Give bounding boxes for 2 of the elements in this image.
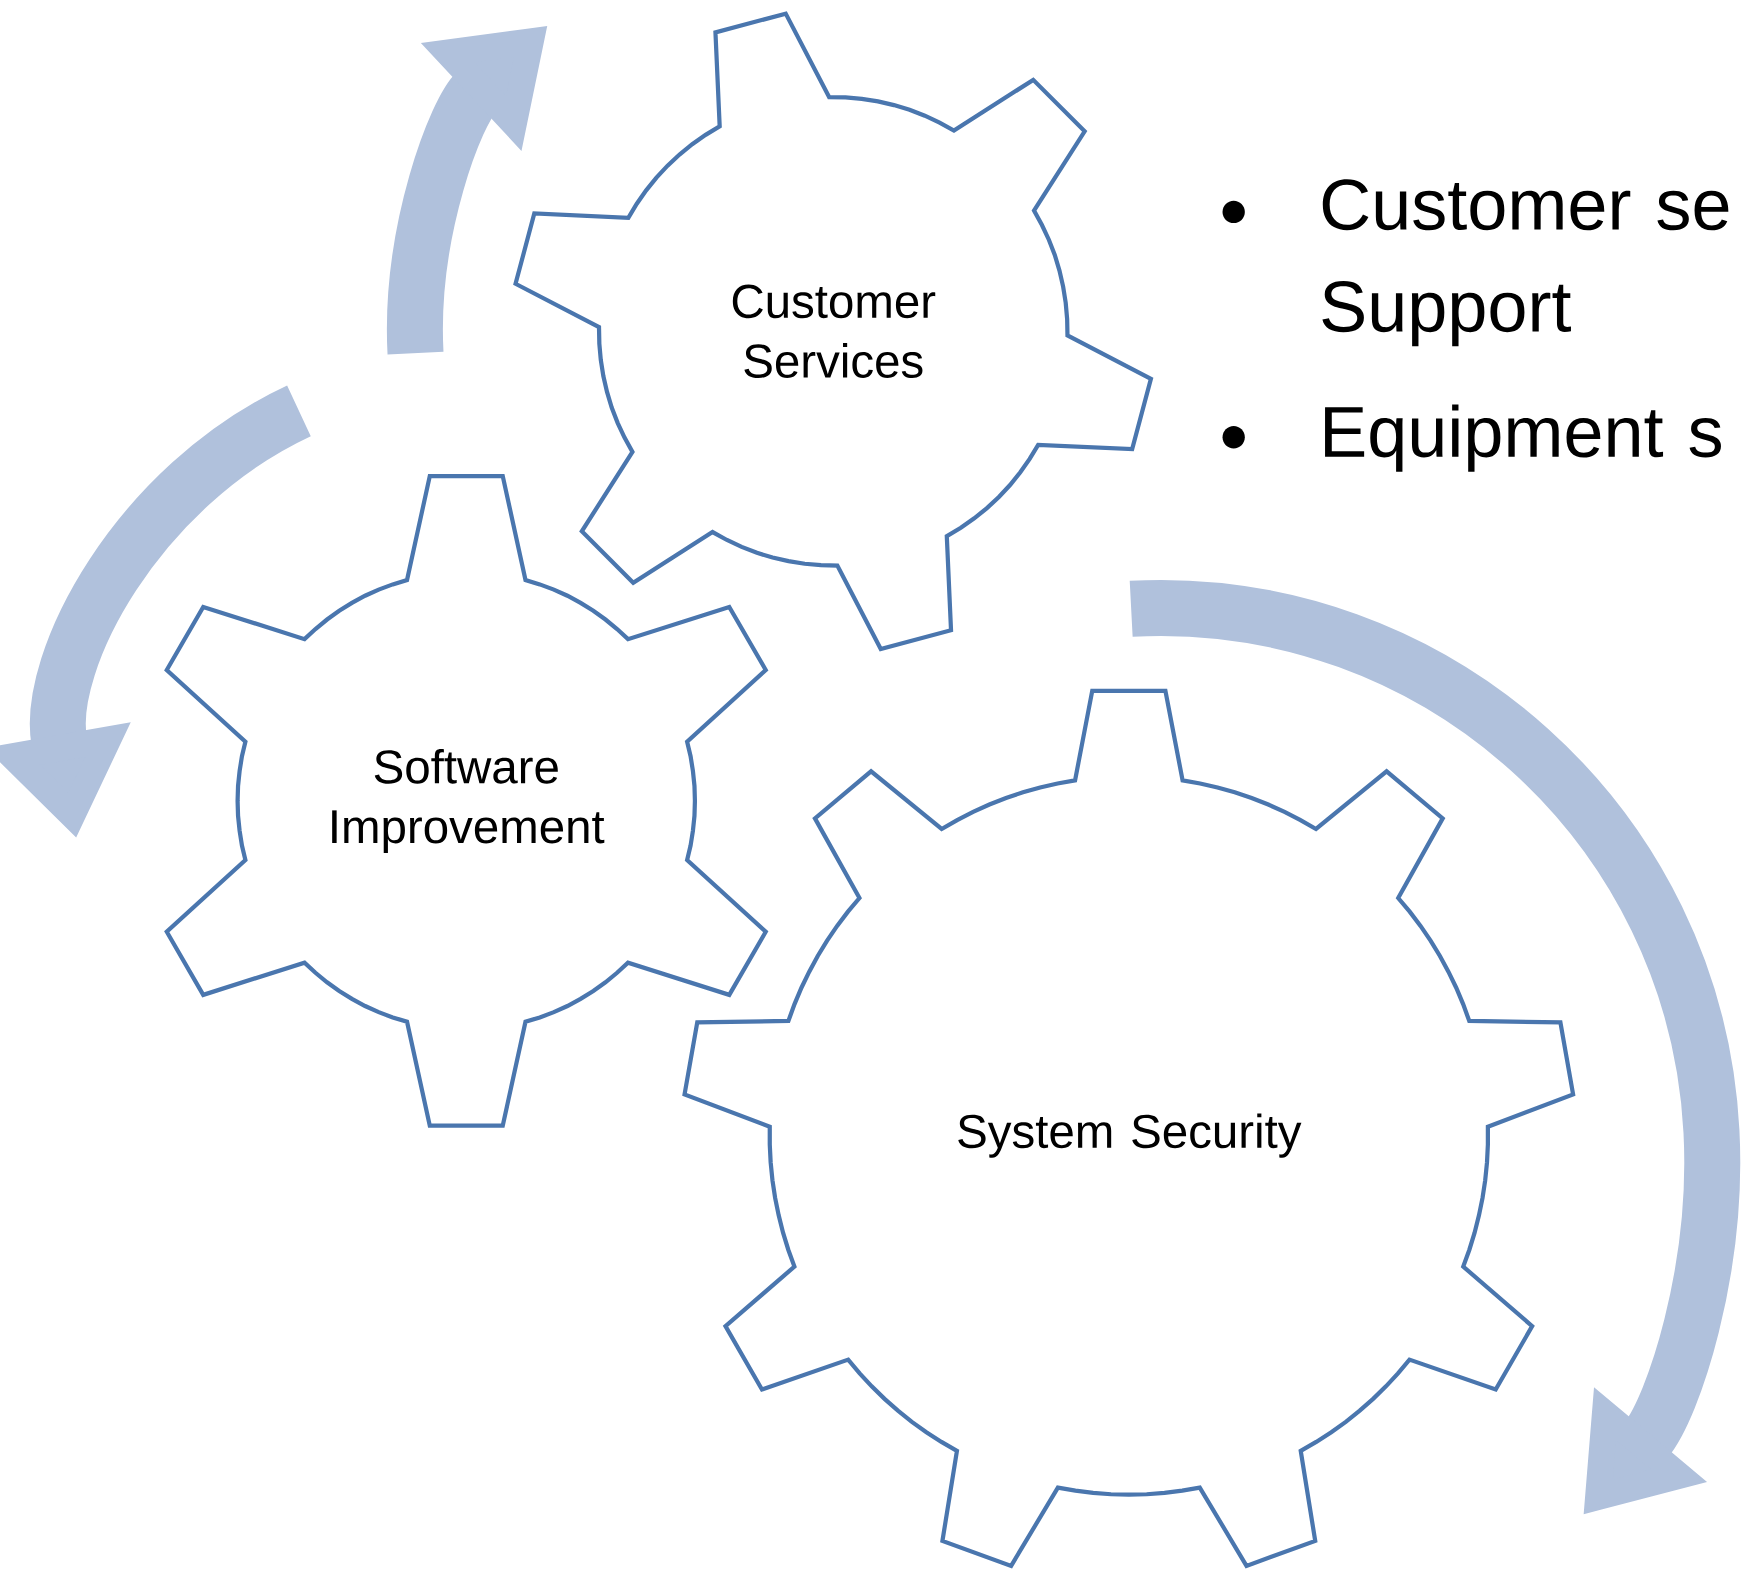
bullet-text: Equipment s: [1325, 404, 1721, 472]
bullet-text: Customer se Support: [1322, 178, 1729, 347]
